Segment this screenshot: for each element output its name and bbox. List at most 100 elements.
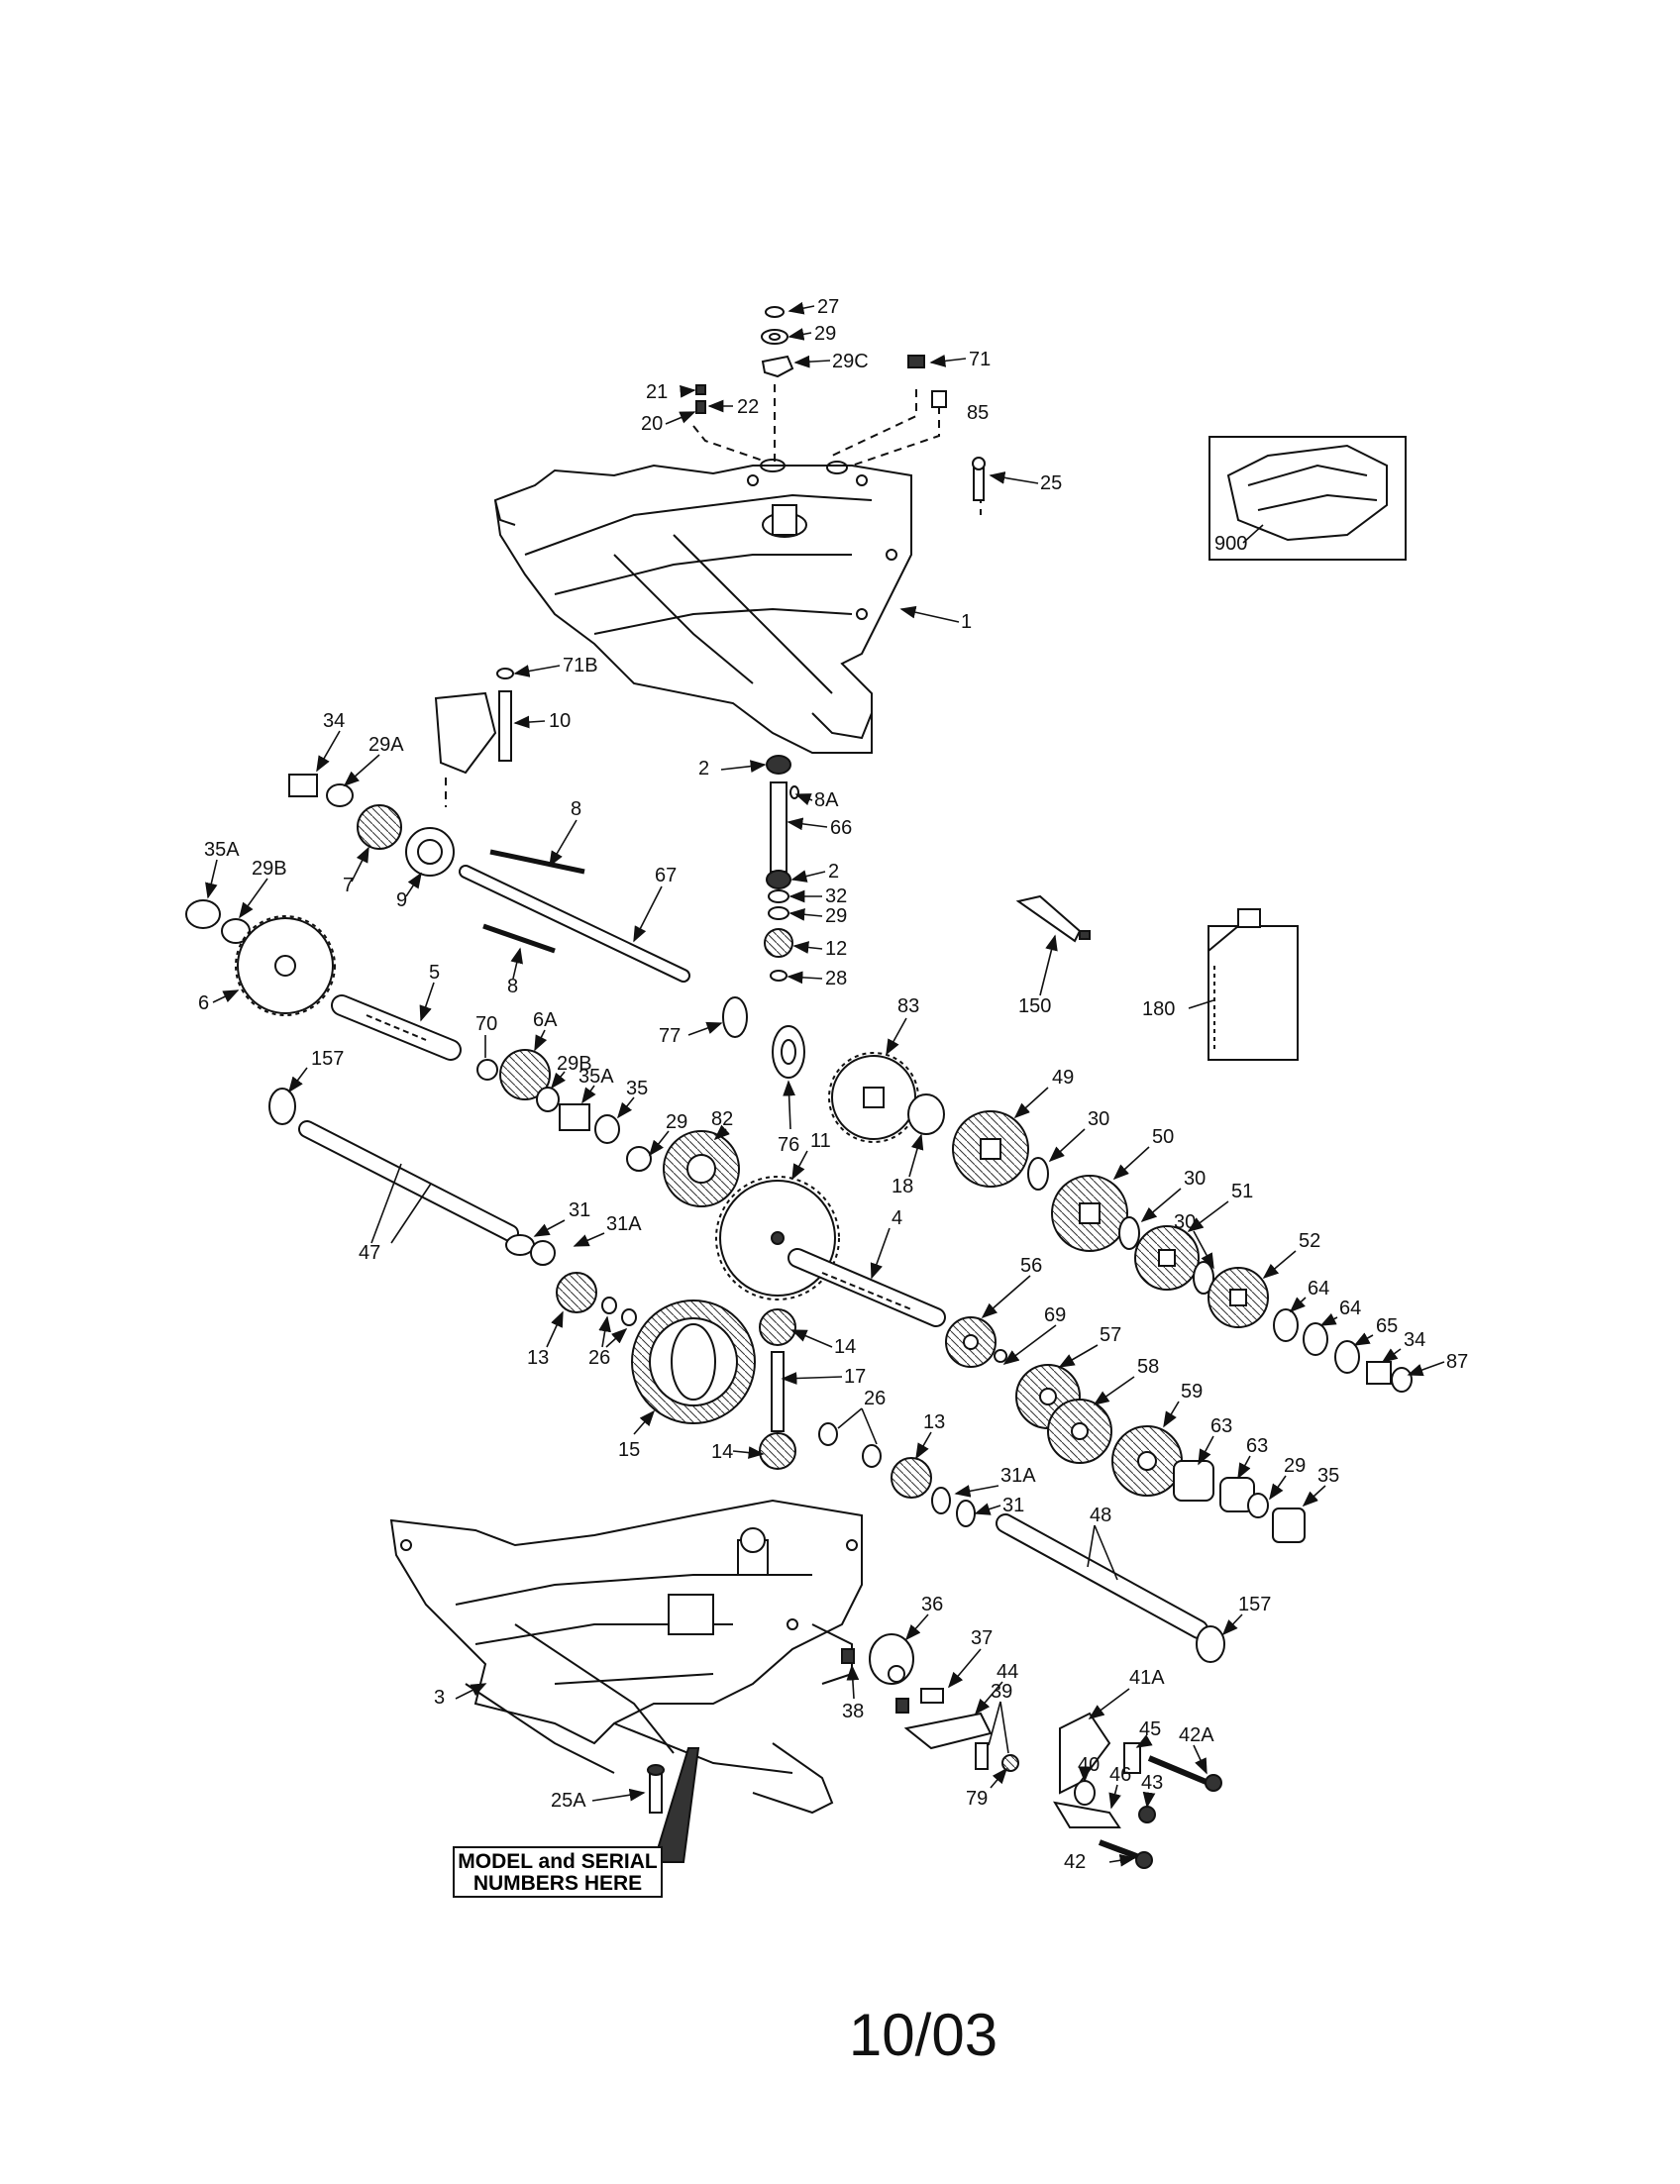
label-2-top: 2 bbox=[698, 758, 709, 780]
label-31-bottom: 31 bbox=[1002, 1495, 1024, 1516]
label-69: 69 bbox=[1044, 1304, 1066, 1326]
label-31-top: 31 bbox=[569, 1199, 590, 1221]
label-76: 76 bbox=[778, 1134, 799, 1156]
shafts-upper bbox=[331, 849, 690, 1061]
upper-housing bbox=[493, 459, 912, 754]
label-36: 36 bbox=[921, 1594, 943, 1615]
label-1: 1 bbox=[961, 611, 972, 633]
label-29b-left: 29B bbox=[252, 858, 287, 880]
label-47: 47 bbox=[359, 1242, 380, 1264]
label-31a-bottom: 31A bbox=[1000, 1465, 1036, 1487]
label-22: 22 bbox=[737, 396, 759, 418]
label-9: 9 bbox=[396, 889, 407, 911]
label-31a-top: 31A bbox=[606, 1213, 642, 1235]
label-64-a: 64 bbox=[1308, 1278, 1329, 1300]
label-26-left: 26 bbox=[588, 1347, 610, 1369]
label-71: 71 bbox=[969, 349, 991, 370]
label-44: 44 bbox=[997, 1661, 1018, 1683]
label-37: 37 bbox=[971, 1627, 993, 1649]
label-42a: 42A bbox=[1179, 1724, 1214, 1746]
center-vertical-stack bbox=[764, 755, 799, 982]
label-27: 27 bbox=[817, 296, 839, 318]
label-30-a: 30 bbox=[1088, 1108, 1109, 1130]
model-serial-line1: MODEL and SERIAL bbox=[458, 1850, 658, 1873]
label-51: 51 bbox=[1231, 1181, 1253, 1202]
label-79: 79 bbox=[966, 1788, 988, 1810]
label-35a-left: 35A bbox=[204, 839, 240, 861]
revision-date: 10/03 bbox=[849, 2002, 998, 2068]
label-180: 180 bbox=[1142, 998, 1175, 1020]
label-6: 6 bbox=[198, 992, 209, 1014]
top-small-parts bbox=[695, 306, 986, 501]
lower-right-gears bbox=[945, 1316, 1183, 1497]
label-900: 900 bbox=[1214, 533, 1247, 555]
brake-assembly bbox=[841, 1633, 1222, 1869]
label-29-mid2: 29 bbox=[666, 1111, 687, 1133]
label-21: 21 bbox=[646, 381, 668, 403]
label-8-top: 8 bbox=[571, 798, 581, 820]
label-2-mid: 2 bbox=[828, 861, 839, 883]
label-65: 65 bbox=[1376, 1315, 1398, 1337]
label-85: 85 bbox=[967, 402, 989, 424]
label-83: 83 bbox=[897, 995, 919, 1017]
label-30-b: 30 bbox=[1184, 1168, 1206, 1190]
label-87: 87 bbox=[1446, 1351, 1468, 1373]
label-25: 25 bbox=[1040, 472, 1062, 494]
label-71b: 71B bbox=[563, 655, 598, 676]
label-63-a: 63 bbox=[1210, 1415, 1232, 1437]
label-8a: 8A bbox=[814, 789, 839, 811]
label-29a: 29A bbox=[368, 734, 404, 756]
label-38: 38 bbox=[842, 1701, 864, 1722]
model-serial-text: MODEL and SERIAL NUMBERS HERE bbox=[458, 1850, 658, 1895]
oil-bottle bbox=[1208, 908, 1299, 1061]
label-30-c: 30 bbox=[1174, 1211, 1196, 1233]
label-63-b: 63 bbox=[1246, 1435, 1268, 1457]
label-57: 57 bbox=[1100, 1324, 1121, 1346]
label-35-mid: 35 bbox=[626, 1078, 648, 1099]
label-157-left: 157 bbox=[311, 1048, 344, 1070]
label-41a: 41A bbox=[1129, 1667, 1165, 1689]
label-66: 66 bbox=[830, 817, 852, 839]
label-13-right: 13 bbox=[923, 1411, 945, 1433]
label-157-right: 157 bbox=[1238, 1594, 1271, 1615]
label-14-bottom: 14 bbox=[711, 1441, 733, 1463]
label-11: 11 bbox=[810, 1130, 831, 1152]
label-34-left: 34 bbox=[323, 710, 345, 732]
right-gear-column bbox=[907, 1093, 1413, 1393]
middle-gear-train bbox=[476, 1049, 740, 1207]
label-29: 29 bbox=[814, 323, 836, 345]
model-serial-plate bbox=[453, 1846, 663, 1898]
left-gear-cluster bbox=[185, 774, 455, 1016]
label-15: 15 bbox=[618, 1439, 640, 1461]
label-56: 56 bbox=[1020, 1255, 1042, 1277]
label-150: 150 bbox=[1018, 995, 1051, 1017]
label-17: 17 bbox=[844, 1366, 866, 1388]
label-48: 48 bbox=[1090, 1505, 1111, 1526]
label-59: 59 bbox=[1181, 1381, 1203, 1403]
label-14-top: 14 bbox=[834, 1336, 856, 1358]
label-42: 42 bbox=[1064, 1851, 1086, 1873]
label-49: 49 bbox=[1052, 1067, 1074, 1089]
label-29c: 29C bbox=[832, 351, 869, 372]
label-70: 70 bbox=[475, 1013, 497, 1035]
axle-shaft-47 bbox=[268, 1088, 556, 1266]
label-7: 7 bbox=[343, 875, 354, 896]
label-28: 28 bbox=[825, 968, 847, 989]
label-32: 32 bbox=[825, 885, 847, 907]
label-35a-mid: 35A bbox=[578, 1066, 614, 1088]
label-77: 77 bbox=[659, 1025, 681, 1047]
model-serial-line2: NUMBERS HERE bbox=[473, 1872, 642, 1895]
label-58: 58 bbox=[1137, 1356, 1159, 1378]
label-39: 39 bbox=[991, 1681, 1012, 1703]
label-5: 5 bbox=[429, 962, 440, 984]
label-45: 45 bbox=[1139, 1718, 1161, 1740]
lower-housing bbox=[389, 1499, 863, 1815]
shift-fork bbox=[434, 668, 514, 775]
label-29-mid: 29 bbox=[825, 905, 847, 927]
label-18: 18 bbox=[892, 1176, 913, 1197]
part-labels: 27 29 29C 71 21 22 20 85 25 1 900 71B 10… bbox=[198, 296, 1468, 1873]
label-25a: 25A bbox=[551, 1790, 586, 1812]
label-43: 43 bbox=[1141, 1772, 1163, 1794]
